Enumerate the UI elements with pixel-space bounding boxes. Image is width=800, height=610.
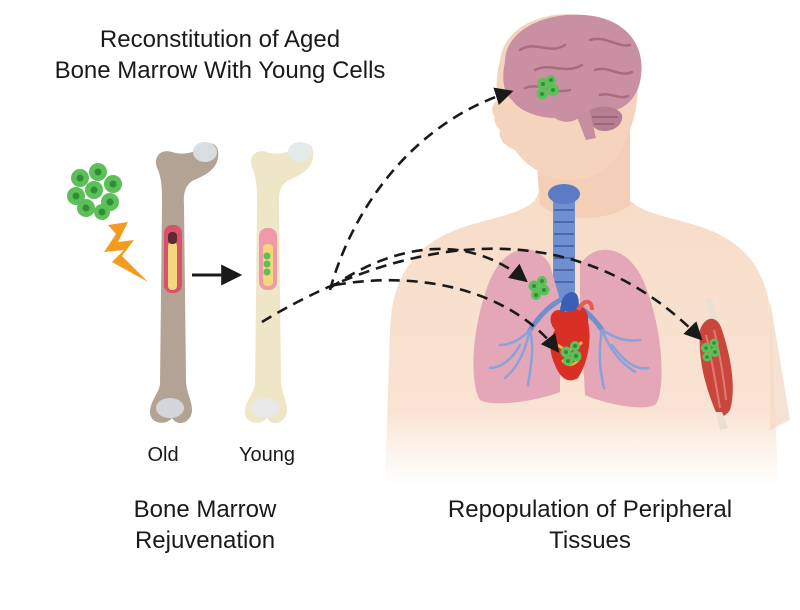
lightning-bolt-icon	[104, 222, 148, 282]
young-bone-icon	[245, 142, 314, 424]
right-caption-line-2: Tissues	[549, 527, 631, 554]
old-bone-label: Old	[147, 444, 179, 466]
lung-cell-cluster-icon	[528, 276, 550, 300]
young-bone-label: Young	[239, 444, 295, 466]
bone-marrow-rejuvenation-caption: Bone Marrow Rejuvenation	[80, 494, 330, 556]
arrow-to-heart	[334, 278, 560, 353]
diagram-title: Reconstitution of Aged Bone Marrow With …	[0, 24, 440, 86]
trachea-icon	[548, 184, 580, 298]
cell-cluster-icon	[67, 163, 122, 220]
title-line-1: Reconstitution of Aged	[99, 26, 341, 53]
left-caption-line-2: Rejuvenation	[134, 527, 276, 554]
right-caption-line-1: Repopulation of Peripheral	[447, 496, 733, 523]
arrow-to-muscle	[261, 247, 703, 341]
left-caption-line-1: Bone Marrow	[133, 496, 277, 523]
arrow-to-brain	[328, 87, 514, 291]
old-bone-icon	[150, 142, 219, 424]
title-line-2: Bone Marrow With Young Cells	[54, 57, 386, 84]
muscle-icon	[699, 298, 733, 430]
muscle-cell-cluster-icon	[701, 338, 720, 362]
repopulation-arrows	[261, 87, 703, 353]
brain-cell-cluster-icon	[536, 75, 559, 100]
repopulation-caption: Repopulation of Peripheral Tissues	[400, 494, 780, 556]
arrow-to-lung	[329, 247, 528, 290]
heart-cell-cluster-icon	[560, 341, 582, 366]
